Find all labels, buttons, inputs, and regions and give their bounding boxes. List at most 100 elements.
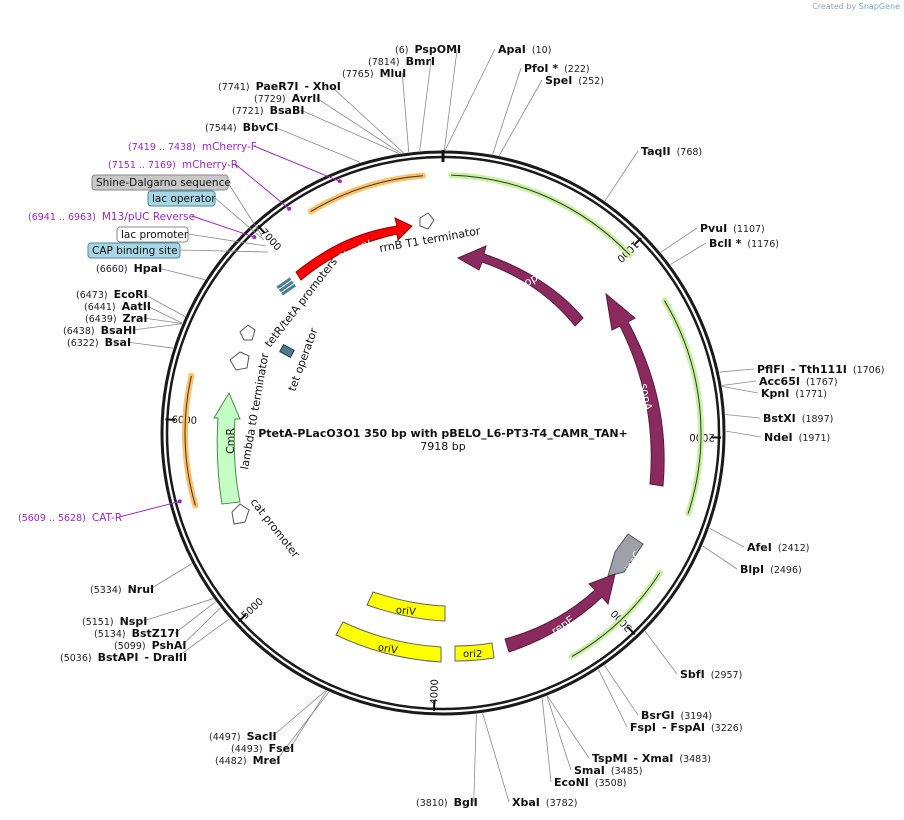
enzyme-position: (3810)	[416, 798, 448, 809]
enzyme-label: BsrGI(3194)	[641, 709, 712, 722]
enzyme-name: TaqII	[641, 145, 671, 158]
enzyme-site[interactable]: (6)PspOMI	[395, 43, 461, 56]
enzyme-name: HpaI	[134, 262, 163, 275]
enzyme-label: (6660)HpaI	[96, 262, 162, 275]
leader-line	[546, 696, 572, 771]
enzyme-site[interactable]: (4493)FseI	[231, 742, 294, 755]
enzyme-site[interactable]: (5134)BstZ17I	[94, 627, 179, 640]
oriv-1-bar	[366, 591, 446, 622]
primer-site[interactable]: (6941 .. 6963)M13/pUC Reverse	[28, 211, 257, 240]
enzyme-site[interactable]: SpeI(252)	[545, 74, 604, 87]
primer-name: M13/pUC Reverse	[102, 211, 195, 223]
leader-line	[541, 698, 552, 783]
enzyme-label: (5334)NruI	[90, 583, 154, 596]
enzyme-site[interactable]: Acc65I(1767)	[759, 375, 838, 388]
enzyme-name: KpnI	[761, 387, 789, 400]
enzyme-site[interactable]: BstXI(1897)	[763, 412, 833, 425]
enzyme-site[interactable]: (7814)BmrI	[368, 55, 435, 68]
tet-operator-label: tet operator	[286, 326, 321, 393]
enzyme-position: (6438)	[63, 326, 95, 337]
enzyme-site[interactable]: (7544)BbvCI	[205, 121, 278, 134]
leader-line	[670, 242, 707, 265]
primer-site[interactable]: (7151 .. 7169)mCherry-R	[108, 159, 292, 211]
primer-site[interactable]: (7419 .. 7438)mCherry-F	[128, 141, 342, 184]
enzyme-site[interactable]: XbaI(3782)	[512, 796, 577, 809]
enzyme-site[interactable]: PflFI- Tth111I(1706)	[757, 363, 884, 376]
enzyme-site[interactable]: (7765)MluI	[342, 67, 406, 80]
enzyme-site[interactable]: (6441)AatII	[84, 300, 151, 313]
primer-site[interactable]: (5609 .. 5628)CAT-R	[18, 499, 182, 524]
lac-block-3	[281, 283, 296, 296]
leader-line	[143, 598, 214, 622]
enzyme-site[interactable]: BlpI(2496)	[740, 563, 802, 576]
enzyme-site[interactable]: SmaI(3485)	[574, 764, 643, 777]
enzyme-site[interactable]: (5334)NruI	[90, 583, 154, 596]
enzyme-label: (6)PspOMI	[395, 43, 461, 56]
leader-line	[443, 48, 458, 151]
enzyme-site[interactable]: BsrGI(3194)	[641, 709, 712, 722]
enzyme-position: (6473)	[76, 290, 108, 301]
enzyme-site[interactable]: KpnI (1771)	[761, 387, 827, 400]
enzyme-site[interactable]: (5099)PshAI	[114, 639, 186, 652]
leader-line	[158, 267, 206, 281]
enzyme-site[interactable]: (5151)NspI	[82, 615, 147, 628]
enzyme-label: PflFI- Tth111I(1706)	[757, 363, 884, 376]
enzyme-site[interactable]: PvuI(1107)	[700, 222, 765, 235]
enzyme-site[interactable]: (7721)BsaBI	[232, 104, 304, 117]
enzyme-position: (1767)	[806, 377, 838, 388]
enzyme-site[interactable]: ApaI (10)	[498, 43, 551, 56]
enzyme-site[interactable]: (6322)BsaI	[67, 336, 131, 349]
enzyme-site[interactable]: (4497)SacII	[209, 730, 277, 743]
enzyme-site[interactable]: (6439)ZraI	[85, 312, 148, 325]
plasmid-length: 7918 bp	[420, 440, 465, 453]
enzyme-label: (6439)ZraI	[85, 312, 148, 325]
enzyme-site[interactable]: (6438)BsaHI	[63, 324, 136, 337]
tet-operator-block	[279, 343, 295, 359]
enzyme-label: SbfI(2957)	[680, 668, 742, 681]
enzyme-site[interactable]: TaqII(768)	[641, 145, 702, 158]
enzyme-site[interactable]: EcoNI(3508)	[554, 776, 626, 789]
enzyme-site[interactable]: BclI *(1176)	[709, 237, 779, 250]
enzyme-name: PaeR7I	[256, 80, 299, 93]
enzyme-site[interactable]: (6473)EcoRI	[76, 288, 148, 301]
repe-arrow	[504, 573, 616, 653]
enzyme-site[interactable]: (7741)PaeR7I- XhoI	[218, 80, 341, 93]
enzyme-site[interactable]: (6660)HpaI	[96, 262, 162, 275]
enzyme-site[interactable]: AfeI(2412)	[747, 541, 809, 554]
leader-line	[300, 109, 400, 154]
enzyme-label: (6322)BsaI	[67, 336, 131, 349]
enzyme-label: EcoNI(3508)	[554, 776, 626, 789]
leader-line	[143, 293, 186, 317]
enzyme-name: XbaI	[512, 796, 540, 809]
enzyme-label: (5134)BstZ17I	[94, 627, 179, 640]
cat-promoter-label: cat promoter	[248, 496, 303, 561]
enzyme-position: (5151)	[82, 617, 114, 628]
enzyme-name: ApaI	[498, 43, 526, 56]
enzyme-site[interactable]: FspI- FspAI(3226)	[630, 721, 743, 734]
green-orf-right	[661, 297, 704, 517]
primer-leader	[253, 145, 341, 182]
enzyme-name: - Tth111I	[791, 363, 847, 376]
primer-label: (6941 .. 6963)M13/pUC Reverse	[28, 211, 195, 223]
enzyme-position: (10)	[532, 45, 552, 56]
enzyme-position: (1771)	[795, 389, 827, 400]
enzyme-name: SbfI	[680, 668, 705, 681]
enzyme-site[interactable]: SbfI(2957)	[680, 668, 742, 681]
enzyme-site[interactable]: NdeI(1971)	[764, 431, 830, 444]
enzyme-name: MluI	[380, 67, 407, 80]
enzyme-site[interactable]: PfoI *(222)	[524, 62, 590, 75]
enzyme-site[interactable]: (3810)BglI	[416, 796, 478, 809]
enzyme-name: NdeI	[764, 431, 793, 444]
mcherry-arrow	[295, 217, 413, 281]
tick-mark	[257, 224, 266, 234]
enzyme-site[interactable]: (4482)MreI	[215, 754, 281, 767]
enzyme-position: (3226)	[711, 723, 743, 734]
enzyme-name: MreI	[253, 754, 281, 767]
leader-line	[272, 690, 327, 737]
enzyme-label: (7721)BsaBI	[232, 104, 304, 117]
enzyme-site[interactable]: (7729)AvrII	[254, 92, 321, 105]
enzyme-name: AvrII	[292, 92, 321, 105]
enzyme-name: AfeI	[747, 541, 772, 554]
enzyme-site[interactable]: (5036)BstAPI- DraIII	[60, 651, 187, 664]
enzyme-site[interactable]: TspMI- XmaI(3483)	[592, 752, 711, 765]
